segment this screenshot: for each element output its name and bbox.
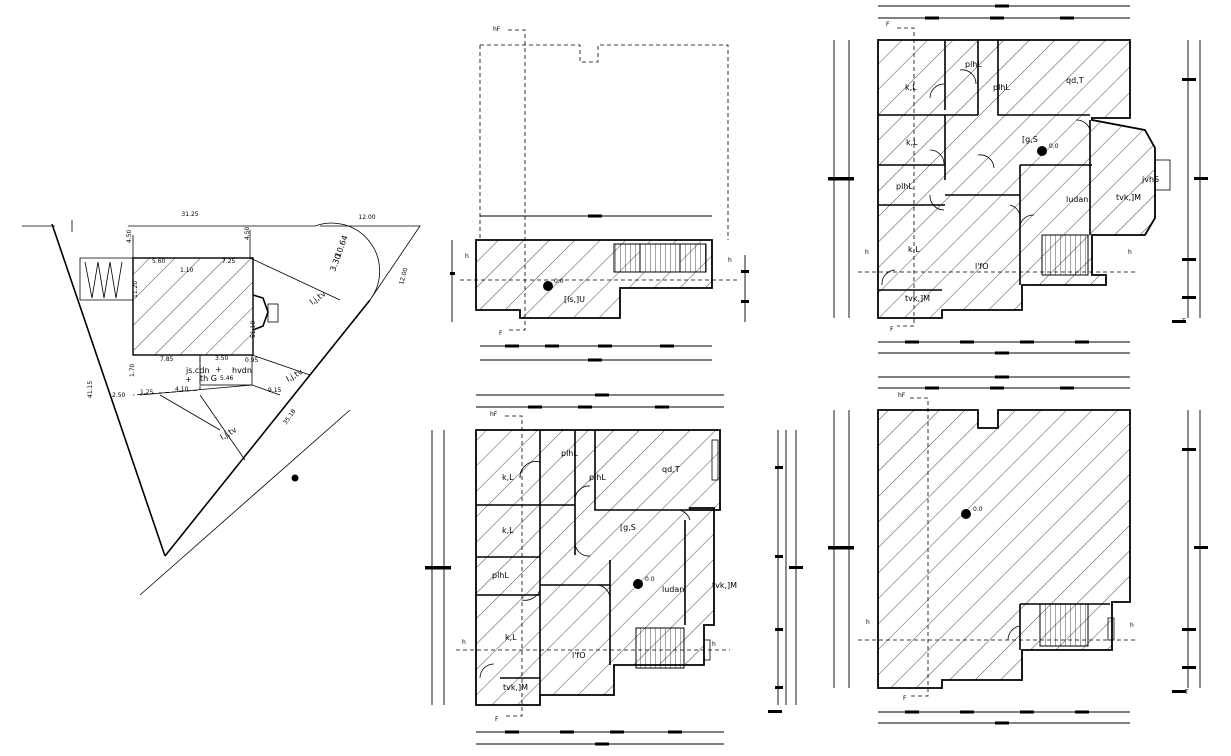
staircase — [635, 627, 685, 669]
dim-label: 1.10 — [180, 267, 194, 274]
level-marker — [543, 281, 553, 291]
roof-outline — [877, 409, 1131, 689]
plot-label: I,j,tv — [308, 289, 328, 307]
level-marker — [961, 509, 971, 519]
section-f-label: F — [903, 695, 907, 702]
section-f-label: F — [890, 326, 894, 333]
plot-label: js.cdn — [185, 366, 209, 375]
room-label: qd,T — [662, 465, 680, 474]
room-label: k,L — [505, 633, 517, 642]
staircase — [1041, 234, 1089, 276]
dim-label: 1.70 — [129, 363, 136, 377]
dim-label: 9.15 — [268, 387, 282, 394]
dim-label: 3.30 — [328, 253, 343, 273]
room-label: k,L — [502, 473, 514, 482]
ground-floor-plan: 0.0 [ls,]U h h hF F — [450, 26, 749, 362]
section-hf-label: hF — [493, 26, 501, 33]
staircase — [1039, 603, 1089, 647]
plot-label: + — [215, 365, 222, 374]
section-f-label: F — [495, 716, 499, 723]
level-label: 0.0 — [973, 506, 983, 513]
h-right-label: h — [728, 257, 732, 264]
dim-label: 5.60 — [152, 258, 166, 265]
site-building — [132, 257, 254, 356]
plot-label: th G — [200, 374, 217, 383]
dim-label: 12.00 — [358, 214, 375, 221]
room-label: k,L — [905, 83, 917, 92]
dim-label: 12.00 — [398, 267, 409, 286]
room-label: k,L — [908, 245, 920, 254]
section-hf-label: hF — [490, 411, 498, 418]
site-plan: 31.25 12.00 10.64 3.30 12.00 4.50 4.50 5… — [22, 211, 421, 596]
level-label: 0.0 — [1049, 143, 1059, 150]
room-label: l'fO — [975, 262, 989, 271]
dim-label: 35.18 — [282, 408, 298, 426]
dim-label: 4.10 — [175, 386, 189, 393]
room-label: plhL — [993, 83, 1010, 92]
room-label: tvk,]M — [712, 581, 737, 590]
h-left-label: h — [866, 619, 870, 626]
room-label: [g,S — [1022, 135, 1038, 144]
level-label: 0.0 — [645, 576, 655, 583]
dim-label: 3.50 — [215, 355, 229, 362]
h-right-label: h — [1130, 622, 1134, 629]
dim-label: 5.46 — [220, 375, 234, 382]
plot-label: I,j,tv — [219, 425, 239, 442]
section-t-label: T — [1184, 689, 1189, 696]
h-left-label: h — [865, 249, 869, 256]
dim-label: 31.25 — [181, 211, 198, 218]
roof-plan: 0.0 hF F h h T — [828, 375, 1208, 725]
section-f-label: F — [499, 330, 503, 337]
room-label: tvk,]M — [503, 683, 528, 692]
room-label: k,L — [502, 526, 514, 535]
dim-label: 7.85 — [160, 356, 174, 363]
dim-label: 51.18 — [250, 321, 257, 338]
room-label: tvk,]M — [905, 294, 930, 303]
dim-label: 41.15 — [87, 381, 94, 398]
room-label: ludan — [1066, 195, 1088, 204]
second-floor-outline — [877, 39, 1156, 319]
first-floor-plan: 0.0 k,L plhL qd,T k,L [g,S plhL ludan tv… — [425, 393, 803, 746]
h-right-label: h — [712, 641, 716, 648]
level-marker — [633, 579, 643, 589]
dim-label: 7.25 — [222, 258, 236, 265]
plot-label: + — [185, 375, 192, 384]
level-label: 0.0 — [554, 278, 564, 285]
room-label: plhL — [965, 60, 982, 69]
room-label: [ls,]U — [564, 295, 585, 304]
room-label: l'fO — [572, 651, 586, 660]
room-label: [g,S — [620, 523, 636, 532]
h-left-label: h — [462, 639, 466, 646]
h-right-label: h — [1128, 249, 1132, 256]
north-symbol — [291, 474, 299, 482]
room-label: plhL — [896, 182, 913, 191]
second-floor-plan: 0.0 k,L plhL plhL qd,T k,L [g,S plhL lud… — [828, 4, 1208, 355]
room-label: jvhS — [1141, 175, 1159, 184]
room-label: plhL — [589, 473, 606, 482]
section-top-label: F — [886, 21, 890, 28]
plot-label: I,j,tv — [285, 367, 305, 384]
level-marker — [1037, 146, 1047, 156]
dim-label: 11.20 — [132, 281, 139, 298]
dim-label: 2.50 — [112, 392, 126, 399]
section-hf-label: hF — [898, 392, 906, 399]
room-label: k,L — [906, 138, 918, 147]
room-label: plhL — [492, 571, 509, 580]
dim-label: 4.50 — [244, 226, 251, 240]
room-label: ludan — [662, 585, 684, 594]
dim-label: 1.25 — [140, 389, 154, 396]
h-left-label: h — [465, 253, 469, 260]
room-label: qd,T — [1066, 76, 1084, 85]
room-label: tvk,]M — [1116, 193, 1141, 202]
room-label: plhL — [561, 449, 578, 458]
dim-label: 4.50 — [126, 229, 133, 243]
dim-label: 0.95 — [245, 357, 259, 364]
plot-label: hvdn — [232, 366, 252, 375]
